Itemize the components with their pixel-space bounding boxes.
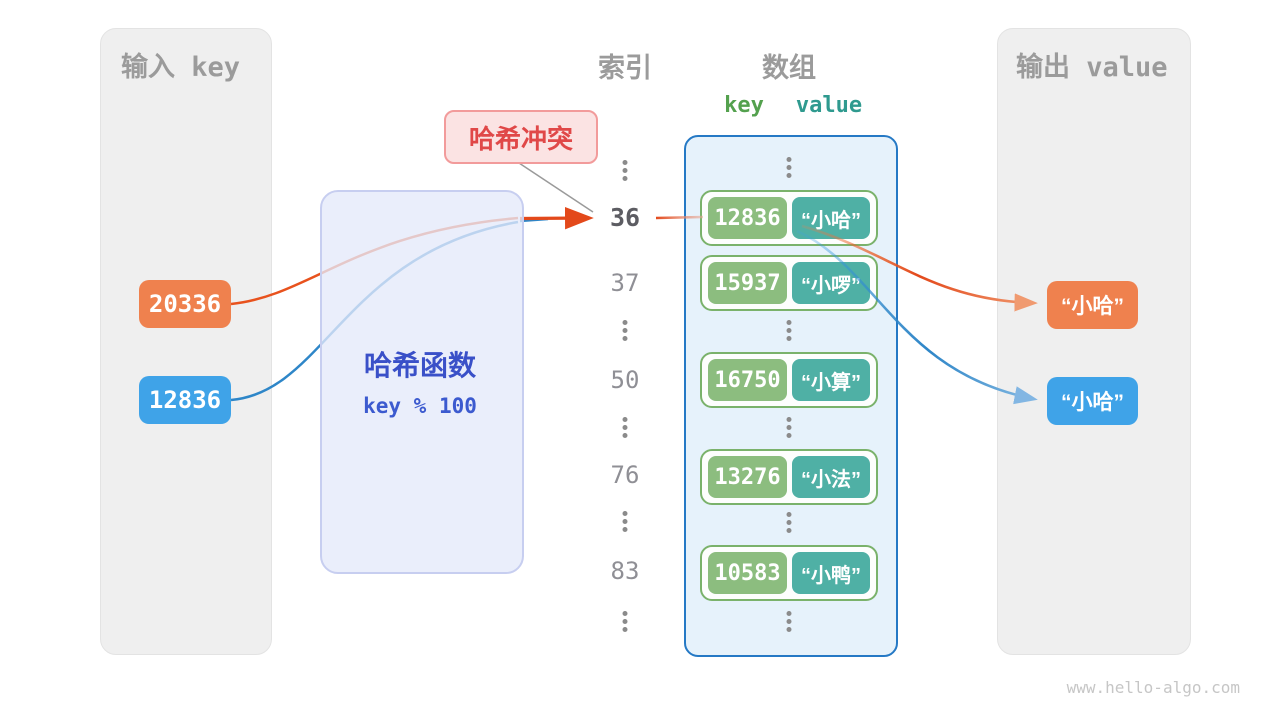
output-value-blue: “小哈” [1047, 377, 1138, 425]
index-50: 50 [610, 366, 640, 394]
output-panel [997, 28, 1191, 655]
pair-key: 12836 [708, 197, 787, 239]
pair-row: 12836 “小哈” [700, 190, 878, 246]
array-ellipsis [786, 509, 792, 536]
index-37: 37 [610, 269, 640, 297]
pair-value: “小法” [792, 456, 870, 498]
input-panel-title: 输入 key [121, 52, 241, 83]
hash-function-formula: key % 100 [363, 394, 477, 418]
pair-value: “小哈” [792, 197, 870, 239]
pair-row: 15937 “小啰” [700, 255, 878, 311]
index-83: 83 [610, 557, 640, 585]
pair-row: 10583 “小鸭” [700, 545, 878, 601]
array-key-header: key [724, 93, 764, 118]
collision-label: 哈希冲突 [444, 110, 598, 164]
pair-value: “小算” [792, 359, 870, 401]
array-ellipsis [786, 414, 792, 441]
pair-key: 10583 [708, 552, 787, 594]
collision-pointer-line [515, 160, 594, 213]
output-value-orange: “小哈” [1047, 281, 1138, 329]
input-key-20336: 20336 [139, 280, 231, 328]
pair-value: “小啰” [792, 262, 870, 304]
index-36: 36 [609, 203, 641, 232]
input-key-12836: 12836 [139, 376, 231, 424]
pair-row: 13276 “小法” [700, 449, 878, 505]
index-ellipsis [622, 508, 628, 535]
index-76: 76 [610, 461, 640, 489]
index-ellipsis [622, 414, 628, 441]
array-ellipsis [786, 317, 792, 344]
hash-function-title: 哈希函数 [363, 350, 476, 381]
input-panel [100, 28, 272, 655]
output-panel-title: 输出 value [1016, 52, 1168, 83]
index-ellipsis [622, 317, 628, 344]
pair-value: “小鸭” [792, 552, 870, 594]
pair-row: 16750 “小算” [700, 352, 878, 408]
arrow-converge-blue [519, 217, 549, 223]
array-ellipsis [786, 608, 792, 635]
arrow-to-index-36 [519, 206, 594, 230]
pair-key: 13276 [708, 456, 787, 498]
array-column-title: 数组 [762, 53, 816, 83]
array-ellipsis [786, 154, 792, 181]
index-column-title: 索引 [598, 53, 652, 83]
pair-key: 15937 [708, 262, 787, 304]
watermark: www.hello-algo.com [1066, 678, 1240, 697]
index-ellipsis [622, 608, 628, 635]
index-ellipsis [622, 157, 628, 184]
array-value-header: value [795, 93, 863, 118]
pair-key: 16750 [708, 359, 787, 401]
